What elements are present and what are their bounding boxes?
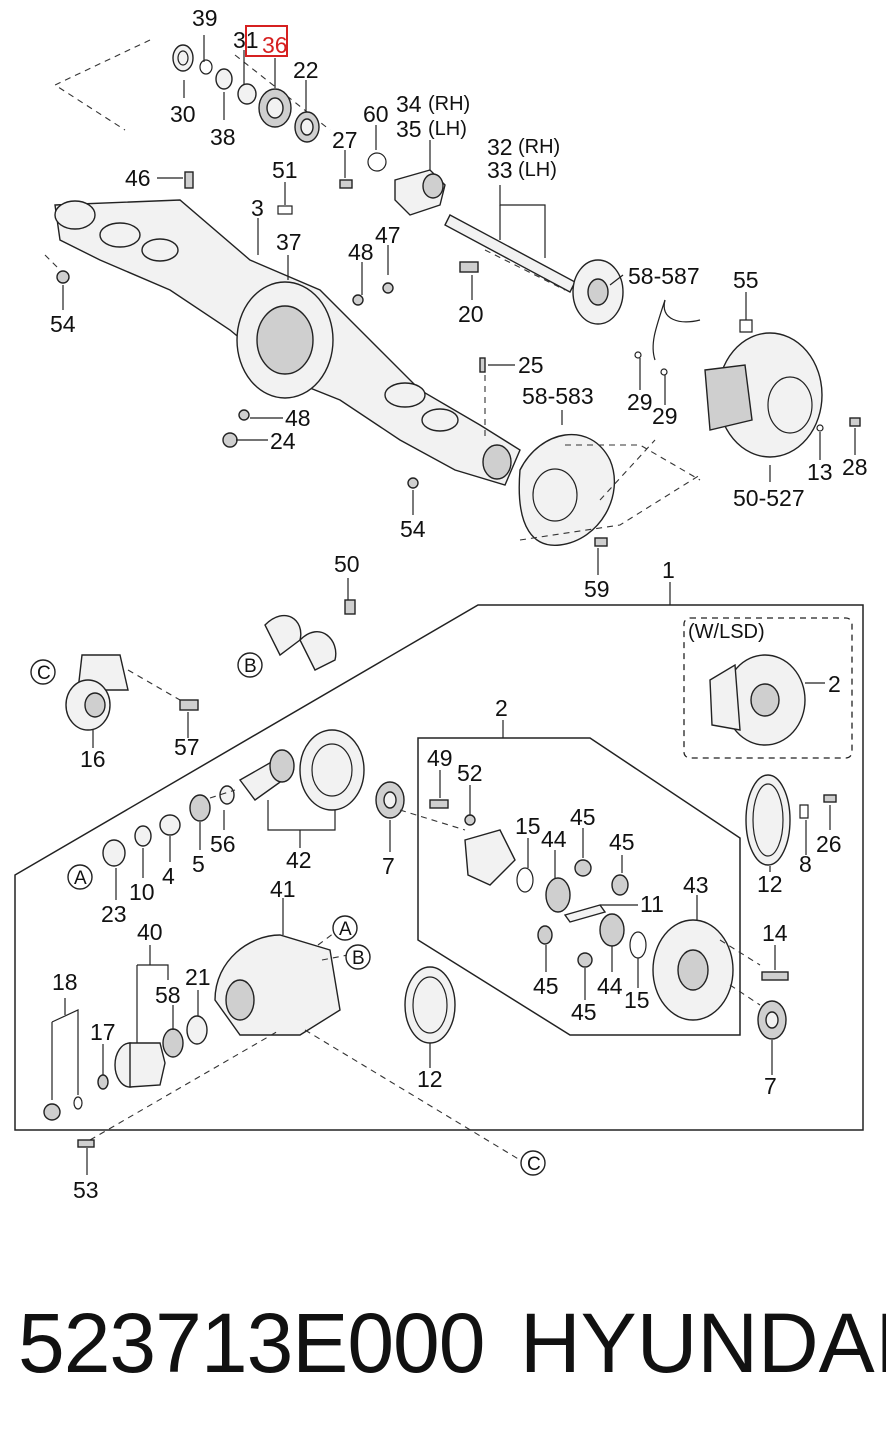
callout-38: 38 xyxy=(210,124,236,150)
callout-45b: 45 xyxy=(609,829,635,855)
callout-54a: 54 xyxy=(50,311,76,337)
callout-36: 36 xyxy=(262,32,288,58)
callout-48b: 48 xyxy=(285,405,311,431)
callout-55: 55 xyxy=(733,267,759,293)
callout-45a: 45 xyxy=(570,804,596,830)
ref-circle-a-left xyxy=(67,864,93,890)
callout-32-rh: (RH) xyxy=(518,136,560,158)
callout-60: 60 xyxy=(363,101,389,127)
callout-17: 17 xyxy=(90,1019,116,1045)
ref-circle-a-right xyxy=(332,915,358,941)
callout-18: 18 xyxy=(52,969,78,995)
callout-58-583: 58-583 xyxy=(522,383,594,409)
part-number: 523713E000 xyxy=(18,1296,485,1390)
callout-29b: 29 xyxy=(652,403,678,429)
callout-15a: 15 xyxy=(515,813,541,839)
ref-letter-b-top: B xyxy=(244,656,257,677)
callout-21: 21 xyxy=(185,964,211,990)
ref-letter-a-right: A xyxy=(339,919,352,940)
ref-letter-c-bottom: C xyxy=(527,1154,541,1175)
callout-51: 51 xyxy=(272,157,298,183)
callout-48a: 48 xyxy=(348,239,374,265)
callout-45d: 45 xyxy=(571,999,597,1025)
callout-50-527: 50-527 xyxy=(733,485,805,511)
callout-46: 46 xyxy=(125,165,151,191)
callout-33-lh: (LH) xyxy=(518,159,557,181)
callout-27: 27 xyxy=(332,127,358,153)
callout-7a: 7 xyxy=(382,853,395,879)
ref-letter-b-right: B xyxy=(352,948,365,969)
callout-31: 31 xyxy=(233,27,259,53)
ref-letter-c-top: C xyxy=(37,663,51,684)
callout-59: 59 xyxy=(584,576,610,602)
callout-56: 56 xyxy=(210,831,236,857)
callout-10: 10 xyxy=(129,879,155,905)
callout-2b: 2 xyxy=(495,695,508,721)
callout-3: 3 xyxy=(251,195,264,221)
callout-16: 16 xyxy=(80,746,106,772)
upper-leaders xyxy=(62,35,856,575)
callout-39: 39 xyxy=(192,5,218,31)
callout-45c: 45 xyxy=(533,973,559,999)
callout-12b: 12 xyxy=(417,1066,443,1092)
callout-35: 35 xyxy=(396,116,422,142)
callout-8: 8 xyxy=(799,851,812,877)
callout-20: 20 xyxy=(458,301,484,327)
callout-35-lh: (LH) xyxy=(428,118,467,140)
callout-47: 47 xyxy=(375,222,401,248)
lower-assembly xyxy=(14,578,864,1175)
upper-callouts: 39 31 36 22 30 38 60 34 (RH) 35 (LH) 27 … xyxy=(50,5,868,602)
callout-24: 24 xyxy=(270,428,296,454)
reference-markers: C B A A B C xyxy=(30,652,546,1176)
callout-44a: 44 xyxy=(541,826,567,852)
callout-30: 30 xyxy=(170,101,196,127)
callout-58-587: 58-587 xyxy=(628,263,700,289)
callout-5: 5 xyxy=(192,851,205,877)
upper-assembly xyxy=(44,39,861,547)
lower-callouts: 1 50 (W/LSD) 2 16 57 2 49 52 7 42 56 5 4… xyxy=(52,551,842,1203)
callout-23: 23 xyxy=(101,901,127,927)
callout-58: 58 xyxy=(155,982,181,1008)
callout-12a: 12 xyxy=(757,871,783,897)
callout-1: 1 xyxy=(662,557,675,583)
callout-43: 43 xyxy=(683,872,709,898)
callout-15b: 15 xyxy=(624,987,650,1013)
ref-circle-b-top xyxy=(237,652,263,678)
callout-28: 28 xyxy=(842,454,868,480)
callout-57: 57 xyxy=(174,734,200,760)
highlight-box xyxy=(245,25,288,57)
callout-7b: 7 xyxy=(764,1073,777,1099)
callout-13: 13 xyxy=(807,459,833,485)
callout-53: 53 xyxy=(73,1177,99,1203)
callout-42: 42 xyxy=(286,847,312,873)
ref-circle-c-bottom xyxy=(520,1150,546,1176)
callout-25: 25 xyxy=(518,352,544,378)
callout-50: 50 xyxy=(334,551,360,577)
callout-14: 14 xyxy=(762,920,788,946)
callout-33: 33 xyxy=(487,157,513,183)
brand-name: HYUNDAI xyxy=(520,1296,886,1390)
ref-circle-b-right xyxy=(345,944,371,970)
callout-34: 34 xyxy=(396,91,422,117)
callout-34-rh: (RH) xyxy=(428,93,470,115)
callout-32: 32 xyxy=(487,134,513,160)
callout-52: 52 xyxy=(457,760,483,786)
callout-11: 11 xyxy=(640,891,664,917)
callout-4: 4 xyxy=(162,863,175,889)
ref-letter-a-left: A xyxy=(74,868,87,889)
callout-29a: 29 xyxy=(627,389,653,415)
callout-26: 26 xyxy=(816,831,842,857)
callout-40: 40 xyxy=(137,919,163,945)
callout-22: 22 xyxy=(293,57,319,83)
callout-wlsd: (W/LSD) xyxy=(688,621,765,643)
callout-54b: 54 xyxy=(400,516,426,542)
callout-44b: 44 xyxy=(597,973,623,999)
callout-41: 41 xyxy=(270,876,296,902)
callout-49: 49 xyxy=(427,745,453,771)
ref-circle-c-top xyxy=(30,659,56,685)
callout-2a: 2 xyxy=(828,671,841,697)
callout-37: 37 xyxy=(276,229,302,255)
